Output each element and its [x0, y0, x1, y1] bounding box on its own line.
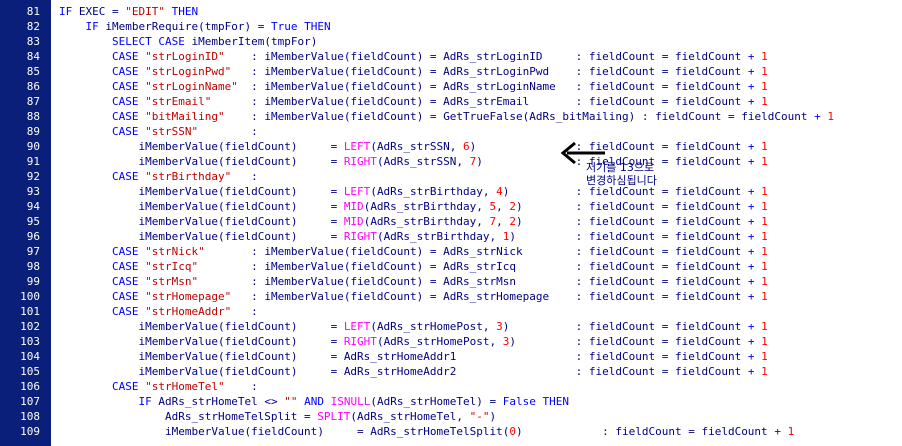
line-number: 103	[20, 335, 40, 348]
line-number: 80	[0, 0, 40, 4]
line-number: 93	[26, 185, 40, 198]
line-number: 102	[20, 320, 40, 333]
code-line[interactable]: 103 iMemberValue(fieldCount) = RIGHT(AdR…	[0, 334, 902, 349]
code-text: CASE "strMsn" : iMemberValue(fieldCount)…	[111, 275, 768, 288]
code-line[interactable]: 105 iMemberValue(fieldCount) = AdRs_strH…	[0, 364, 902, 379]
code-text: iMemberValue(fieldCount) = RIGHT(AdRs_st…	[138, 155, 768, 168]
line-number: 82	[26, 20, 40, 33]
code-text: iMemberValue(fieldCount) = MID(AdRs_strB…	[138, 200, 768, 213]
code-text: IF EXEC = "EDIT" THEN	[59, 5, 199, 18]
line-number-gutter	[0, 0, 51, 446]
line-number: 87	[26, 95, 40, 108]
code-text: IF AdRs_strHomeTel <> "" AND ISNULL(AdRs…	[138, 395, 570, 408]
code-text: AdRs_strHomeTelSplit = SPLIT(AdRs_strHom…	[164, 410, 497, 423]
line-number: 81	[26, 5, 40, 18]
code-line[interactable]: 84 CASE "strLoginID" : iMemberValue(fiel…	[0, 49, 902, 64]
code-text: iMemberValue(fieldCount) = LEFT(AdRs_str…	[138, 320, 768, 333]
line-number: 90	[26, 140, 40, 153]
code-text: SELECT CASE iMemberItem(tmpFor)	[111, 35, 318, 48]
line-number: 100	[20, 290, 40, 303]
code-text: iMemberValue(fieldCount) = RIGHT(AdRs_st…	[138, 335, 768, 348]
line-number: 89	[26, 125, 40, 138]
code-line[interactable]: 91 iMemberValue(fieldCount) = RIGHT(AdRs…	[0, 154, 902, 169]
line-number: 109	[20, 425, 40, 438]
code-text: CASE "strSSN" :	[111, 125, 258, 138]
code-line[interactable]: 95 iMemberValue(fieldCount) = MID(AdRs_s…	[0, 214, 902, 229]
code-line[interactable]: 98 CASE "strIcq" : iMemberValue(fieldCou…	[0, 259, 902, 274]
code-line[interactable]: 92 CASE "strBirthday" :	[0, 169, 902, 184]
code-text: CASE "strHomepage" : iMemberValue(fieldC…	[111, 290, 768, 303]
code-text: iMemberValue(fieldCount) = RIGHT(AdRs_st…	[138, 230, 768, 243]
code-text: CASE "strNick" : iMemberValue(fieldCount…	[111, 245, 768, 258]
line-number: 106	[20, 380, 40, 393]
code-text: iMemberValue(fieldCount) = AdRs_strHomeT…	[164, 425, 795, 438]
code-text: IF iMemberRequire(tmpFor) = True THEN	[85, 20, 331, 33]
line-number: 99	[26, 275, 40, 288]
line-number: 92	[26, 170, 40, 183]
code-line[interactable]: 89 CASE "strSSN" :	[0, 124, 902, 139]
code-line[interactable]: 108 AdRs_strHomeTelSplit = SPLIT(AdRs_st…	[0, 409, 902, 424]
code-line[interactable]: 96 iMemberValue(fieldCount) = RIGHT(AdRs…	[0, 229, 902, 244]
line-number: 94	[26, 200, 40, 213]
code-line[interactable]: 101 CASE "strHomeAddr" :	[0, 304, 902, 319]
code-line[interactable]: 100 CASE "strHomepage" : iMemberValue(fi…	[0, 289, 902, 304]
code-text: CASE "strLoginID" : iMemberValue(fieldCo…	[111, 50, 768, 63]
code-line[interactable]: 102 iMemberValue(fieldCount) = LEFT(AdRs…	[0, 319, 902, 334]
code-line[interactable]: 97 CASE "strNick" : iMemberValue(fieldCo…	[0, 244, 902, 259]
line-number: 91	[26, 155, 40, 168]
code-line[interactable]: 81 IF EXEC = "EDIT" THEN	[0, 4, 902, 19]
code-line[interactable]: 80	[0, 0, 902, 4]
code-line[interactable]: 104 iMemberValue(fieldCount) = AdRs_strH…	[0, 349, 902, 364]
code-line[interactable]: 90 iMemberValue(fieldCount) = LEFT(AdRs_…	[0, 139, 902, 154]
code-line[interactable]: 106 CASE "strHomeTel" :	[0, 379, 902, 394]
code-text: CASE "bitMailing" : iMemberValue(fieldCo…	[111, 110, 834, 123]
line-number: 88	[26, 110, 40, 123]
arrow-left-icon	[560, 141, 605, 165]
line-number: 96	[26, 230, 40, 243]
code-text: iMemberValue(fieldCount) = MID(AdRs_strB…	[138, 215, 768, 228]
code-line[interactable]: 109 iMemberValue(fieldCount) = AdRs_strH…	[0, 424, 902, 439]
code-text: iMemberValue(fieldCount) = LEFT(AdRs_str…	[138, 140, 768, 153]
line-number: 86	[26, 80, 40, 93]
code-text: iMemberValue(fieldCount) = AdRs_strHomeA…	[138, 365, 768, 378]
code-editor[interactable]	[51, 0, 902, 446]
line-number: 97	[26, 245, 40, 258]
annotation-note: 저기를 13으로 변경하심됩니다	[586, 161, 657, 187]
line-number: 84	[26, 50, 40, 63]
code-line[interactable]: 87 CASE "strEmail" : iMemberValue(fieldC…	[0, 94, 902, 109]
code-line[interactable]: 83 SELECT CASE iMemberItem(tmpFor)	[0, 34, 902, 49]
code-line[interactable]: 99 CASE "strMsn" : iMemberValue(fieldCou…	[0, 274, 902, 289]
code-text: CASE "strIcq" : iMemberValue(fieldCount)…	[111, 260, 768, 273]
line-number: 85	[26, 65, 40, 78]
code-text: CASE "strLoginPwd" : iMemberValue(fieldC…	[111, 65, 768, 78]
line-number: 98	[26, 260, 40, 273]
line-number: 107	[20, 395, 40, 408]
line-number: 104	[20, 350, 40, 363]
code-line[interactable]: 94 iMemberValue(fieldCount) = MID(AdRs_s…	[0, 199, 902, 214]
line-number: 101	[20, 305, 40, 318]
code-line[interactable]: 86 CASE "strLoginName" : iMemberValue(fi…	[0, 79, 902, 94]
code-line[interactable]: 85 CASE "strLoginPwd" : iMemberValue(fie…	[0, 64, 902, 79]
code-line[interactable]: 93 iMemberValue(fieldCount) = LEFT(AdRs_…	[0, 184, 902, 199]
code-text: CASE "strHomeTel" :	[111, 380, 258, 393]
code-line[interactable]: 107 IF AdRs_strHomeTel <> "" AND ISNULL(…	[0, 394, 902, 409]
line-number: 108	[20, 410, 40, 423]
code-text: CASE "strHomeAddr" :	[111, 305, 258, 318]
code-text: iMemberValue(fieldCount) = LEFT(AdRs_str…	[138, 185, 768, 198]
line-number: 105	[20, 365, 40, 378]
line-number: 83	[26, 35, 40, 48]
code-text: iMemberValue(fieldCount) = AdRs_strHomeA…	[138, 350, 768, 363]
code-line[interactable]: 88 CASE "bitMailing" : iMemberValue(fiel…	[0, 109, 902, 124]
line-number: 95	[26, 215, 40, 228]
code-line[interactable]: 82 IF iMemberRequire(tmpFor) = True THEN	[0, 19, 902, 34]
code-text: CASE "strEmail" : iMemberValue(fieldCoun…	[111, 95, 768, 108]
code-text: CASE "strLoginName" : iMemberValue(field…	[111, 80, 768, 93]
code-text: CASE "strBirthday" :	[111, 170, 258, 183]
